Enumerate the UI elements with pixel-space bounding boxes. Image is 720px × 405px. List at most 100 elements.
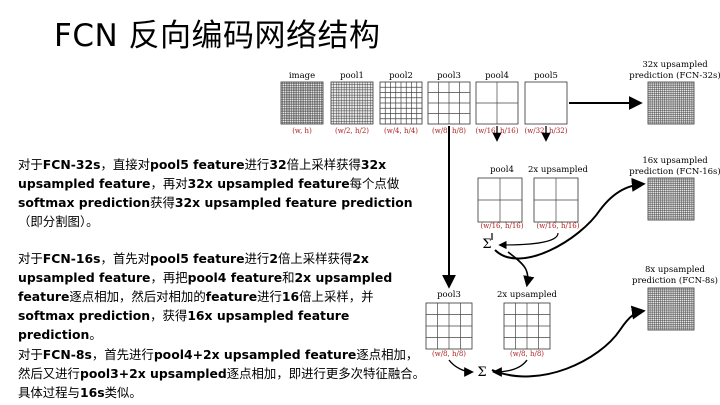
- label-row2-2x: 2x upsampled: [528, 165, 588, 175]
- dim-row3-pool3: (w/8, h/8): [432, 350, 466, 358]
- text-run: 逐点相加，然后对相加的: [69, 289, 206, 304]
- arrow-2x-sum: [498, 232, 559, 250]
- dim-h: h/16: [561, 222, 577, 230]
- dim-image: (w, h): [292, 127, 312, 135]
- arrow-pool3-sum: [448, 359, 474, 377]
- text-run: ，再对: [150, 176, 188, 191]
- bold-run: pool5 feature: [150, 157, 245, 172]
- text-run: 倍上采样，并: [299, 289, 374, 304]
- pred32-line2: prediction (FCN-32s): [629, 70, 720, 81]
- grid-pool4: [475, 81, 519, 125]
- grid-image: [280, 81, 324, 125]
- dim-w: w/16: [483, 222, 501, 230]
- grid-row2-pool4: [477, 177, 523, 223]
- sum-symbol-8s: Σ: [477, 365, 486, 380]
- dim-w: w/8: [435, 127, 448, 135]
- dim-w: w: [295, 127, 301, 135]
- sum-symbol-16s: Σ: [482, 237, 491, 252]
- text-run: ，直接对: [100, 157, 151, 172]
- text-run: 逐点相加，然后又进行: [18, 347, 419, 381]
- pred8-line2: prediction (FCN-8s): [632, 275, 718, 286]
- text-run: ，再把: [150, 270, 188, 285]
- dim-row3-2x: (w/8, h/8): [510, 350, 544, 358]
- dim-h: h/8: [452, 127, 463, 135]
- paragraph-fcn8s: 对于FCN-8s，首先进行pool4+2x upsampled feature逐…: [18, 345, 426, 402]
- dim-h: h/8: [452, 350, 463, 358]
- dim-h: h/32: [549, 127, 565, 135]
- prediction-fcn32s: [647, 81, 695, 125]
- text-run: 对于: [18, 157, 43, 172]
- arrow-sum-to-pred8: [491, 305, 646, 378]
- label-row3-2x: 2x upsampled: [497, 290, 557, 300]
- text-run: 对于: [18, 347, 43, 362]
- dim-h: h/2: [355, 127, 366, 135]
- text-run: ，首先对: [100, 251, 151, 266]
- arrow-sum-to-pred16: [494, 177, 646, 260]
- dim-h: h/16: [505, 222, 521, 230]
- bold-run: 32x upsampled feature: [187, 176, 350, 191]
- pred8-line1: 8x upsampled: [645, 265, 705, 275]
- bold-run: 16: [281, 289, 300, 304]
- text-run: 和: [282, 270, 295, 285]
- label-pool1: pool1: [340, 71, 364, 81]
- paragraph-fcn16s: 对于FCN-16s，首先对pool5 feature进行2倍上采样获得2x up…: [18, 249, 426, 344]
- text-run: 每个点做: [349, 176, 400, 191]
- label-row2-pool4: pool4: [490, 165, 514, 175]
- dim-w: w/32: [527, 127, 544, 135]
- label-image: image: [289, 71, 315, 81]
- text-run: 进行: [244, 157, 270, 172]
- text-run: 进行: [257, 289, 282, 304]
- bold-run: 32: [269, 157, 287, 172]
- text-run: （即分割图）。: [18, 214, 99, 229]
- text-run: ，获得: [150, 308, 188, 323]
- text-run: 倍上采样获得: [286, 157, 361, 172]
- label-pool5: pool5: [534, 71, 558, 81]
- text-run: 获得: [150, 195, 175, 210]
- label-row3-pool3: pool3: [437, 290, 461, 300]
- dim-pool2: (w/4, h/4): [384, 127, 418, 135]
- bold-run: 2: [269, 251, 278, 266]
- text-run: 进行: [244, 251, 270, 266]
- grid-row3-2x-upsampled: [503, 302, 551, 350]
- dim-h: h/16: [500, 127, 516, 135]
- text-run: 。: [89, 327, 102, 342]
- text-run: 类似。: [104, 385, 142, 400]
- label-pool4: pool4: [485, 71, 509, 81]
- pred32-line1: 32x upsampled: [642, 60, 708, 70]
- grid-pool5: [524, 81, 568, 125]
- text-run: 倍上采样获得: [277, 251, 353, 266]
- slide-title: FCN 反向编码网络结构: [54, 18, 381, 54]
- dim-h: h: [305, 127, 310, 135]
- dim-row2-pool4: (w/16, h/16): [481, 222, 524, 230]
- bold-run: softmax prediction: [18, 308, 151, 323]
- bold-run: FCN-32s: [42, 157, 101, 172]
- text-run: 逐点相加，即进行更多次特征融合。具体过程与: [18, 366, 426, 400]
- dim-w: w/2: [338, 127, 351, 135]
- bold-run: 2x upsampled feature: [18, 270, 393, 304]
- text-run: 对于: [18, 251, 43, 266]
- dim-w: w/4: [387, 127, 400, 135]
- bold-run: FCN-8s: [42, 347, 92, 362]
- dim-w: w/16: [539, 222, 557, 230]
- pred16-line2: prediction (FCN-16s): [629, 166, 720, 177]
- bold-run: softmax prediction: [18, 195, 151, 210]
- label-pool3: pool3: [437, 71, 461, 81]
- grid-row2-2x-upsampled: [533, 177, 579, 223]
- dim-pool1: (w/2, h/2): [335, 127, 369, 135]
- bold-run: 32x upsampled feature prediction: [174, 195, 413, 210]
- grid-pool3: [427, 81, 471, 125]
- dim-h: h/4: [404, 127, 416, 135]
- bold-run: 32x upsampled feature: [18, 157, 387, 191]
- bold-run: pool4+2x upsampled feature: [153, 347, 357, 362]
- paragraph-fcn32s: 对于FCN-32s，直接对pool5 feature进行32倍上采样获得 32x …: [18, 155, 426, 231]
- arrow-2x-sum8: [492, 359, 528, 377]
- dim-w: w/8: [435, 350, 448, 358]
- grid-pool2: [379, 81, 423, 125]
- grid-pool1: [330, 81, 374, 125]
- bold-run: pool5 feature: [150, 251, 245, 266]
- bold-run: 16x upsampled feature prediction: [18, 308, 350, 342]
- pred16-line1: 16x upsampled: [642, 156, 708, 166]
- bold-run: pool4 feature: [187, 270, 283, 285]
- grid-row3-pool3: [425, 302, 473, 350]
